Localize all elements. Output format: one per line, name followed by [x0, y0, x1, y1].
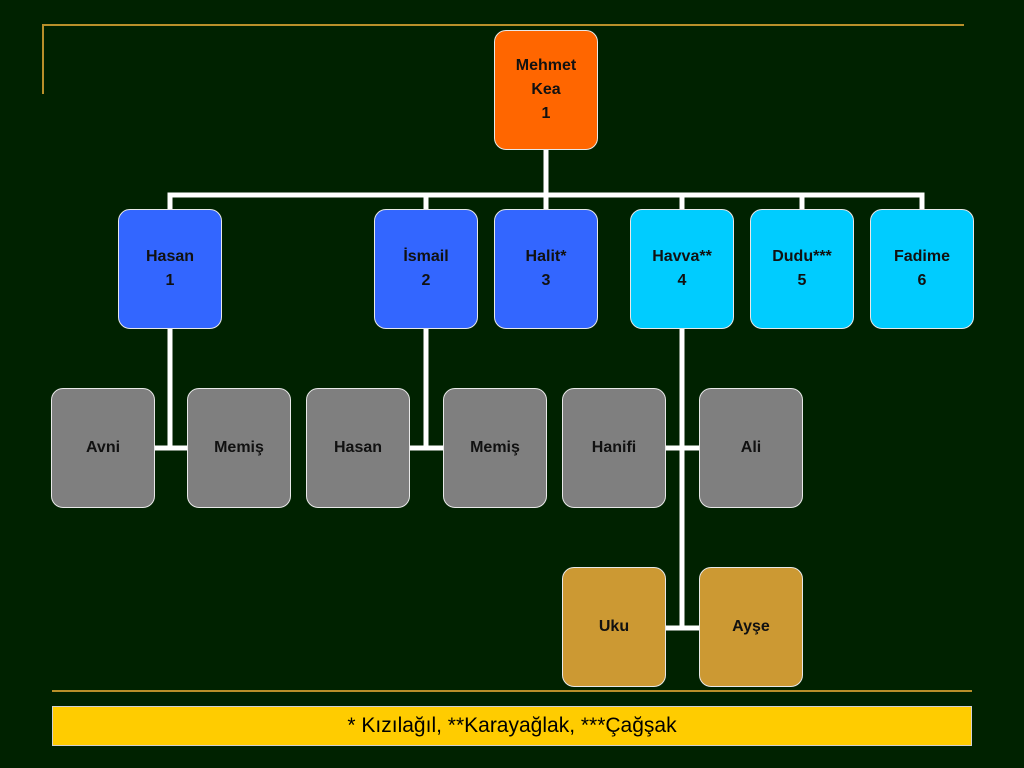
- node-number: 1: [541, 105, 551, 122]
- node-label: Kea: [531, 81, 561, 98]
- node-havva: Havva** 4: [630, 209, 734, 329]
- node-label: Avni: [85, 439, 121, 456]
- node-hanifi: Hanifi: [562, 388, 666, 508]
- node-label: Ali: [740, 439, 762, 456]
- node-fadime: Fadime 6: [870, 209, 974, 329]
- node-number: 6: [917, 272, 927, 289]
- node-uku: Uku: [562, 567, 666, 687]
- node-label: Hasan: [145, 248, 195, 265]
- node-ismail: İsmail 2: [374, 209, 478, 329]
- node-label: Hanifi: [591, 439, 637, 456]
- node-label: Mehmet: [515, 57, 577, 74]
- node-number: 4: [677, 272, 687, 289]
- bottom-decor-line: [52, 690, 972, 692]
- node-mehmet-kea: Mehmet Kea 1: [494, 30, 598, 150]
- node-label: Hasan: [333, 439, 383, 456]
- footnote-text: * Kızılağıl, **Karayağlak, ***Çağşak: [347, 714, 677, 737]
- node-memis-b: Memiş: [443, 388, 547, 508]
- node-hasan-1: Hasan 1: [118, 209, 222, 329]
- node-number: 3: [541, 272, 551, 289]
- node-number: 5: [797, 272, 807, 289]
- node-dudu: Dudu*** 5: [750, 209, 854, 329]
- footnote-banner: * Kızılağıl, **Karayağlak, ***Çağşak: [52, 706, 972, 746]
- node-label: Fadime: [893, 248, 950, 265]
- node-ali: Ali: [699, 388, 803, 508]
- node-label: İsmail: [403, 248, 449, 265]
- node-memis-a: Memiş: [187, 388, 291, 508]
- node-halit: Halit* 3: [494, 209, 598, 329]
- node-label: Havva**: [652, 248, 712, 265]
- node-label: Halit*: [525, 248, 567, 265]
- node-avni: Avni: [51, 388, 155, 508]
- node-ayse: Ayşe: [699, 567, 803, 687]
- node-label: Memiş: [470, 439, 520, 456]
- node-hasan-b: Hasan: [306, 388, 410, 508]
- node-label: Memiş: [214, 439, 264, 456]
- left-decor-line: [42, 24, 44, 94]
- node-label: Dudu***: [772, 248, 832, 265]
- top-decor-line: [42, 24, 964, 26]
- node-label: Ayşe: [732, 618, 770, 635]
- node-number: 1: [165, 272, 175, 289]
- node-label: Uku: [598, 618, 630, 635]
- node-number: 2: [421, 272, 431, 289]
